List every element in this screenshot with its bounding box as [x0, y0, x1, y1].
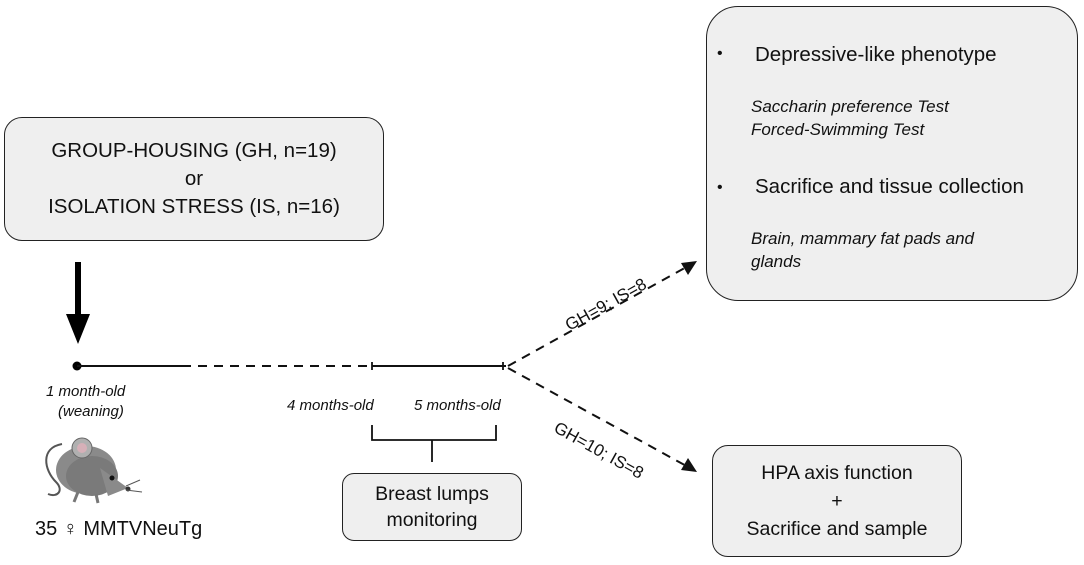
depressive-phenotype-text: Depressive-like phenotype [755, 43, 997, 66]
hpa-function-text: HPA axis function [761, 462, 913, 484]
bullet-2: • [717, 179, 723, 196]
lumps-line-1: Breast lumps [375, 483, 489, 505]
monitoring-bracket [371, 425, 497, 462]
housing-is-text: ISOLATION STRESS (IS, n=16) [48, 195, 340, 218]
weaning-label: (weaning) [58, 403, 124, 420]
branch-arrow-upper [507, 261, 697, 367]
lumps-line-2: monitoring [386, 509, 478, 531]
forced-swimming-text: Forced-Swimming Test [751, 120, 925, 139]
sacrifice-collection-text: Sacrifice and tissue collection [755, 175, 1024, 198]
phenotype-outcome-box: • Depressive-like phenotype Saccharin pr… [706, 6, 1078, 301]
mouse-icon [45, 437, 143, 504]
branch-arrow-lower [507, 367, 697, 472]
five-months-label: 5 months-old [414, 397, 501, 414]
hpa-sacrifice-text: Sacrifice and sample [746, 518, 928, 540]
housing-gh-text: GROUP-HOUSING (GH, n=19) [51, 139, 337, 162]
subject-label: 35 ♀ MMTVNeuTg [35, 518, 203, 540]
weaning-age-label: 1 month-old [46, 383, 126, 400]
hpa-plus-text: + [831, 490, 843, 512]
timeline [72, 361, 506, 371]
down-arrow-icon [66, 262, 90, 344]
tissues-text-1: Brain, mammary fat pads and [751, 229, 974, 248]
saccharin-test-text: Saccharin preference Test [751, 97, 949, 116]
housing-or-text: or [184, 167, 204, 190]
bullet-1: • [717, 45, 723, 62]
four-months-label: 4 months-old [287, 397, 374, 414]
breast-lumps-box: Breast lumps monitoring [342, 473, 522, 541]
housing-condition-box: GROUP-HOUSING (GH, n=19) or ISOLATION ST… [4, 117, 384, 241]
hpa-outcome-box: HPA axis function + Sacrifice and sample [712, 445, 962, 557]
tissues-text-2: glands [751, 252, 802, 271]
